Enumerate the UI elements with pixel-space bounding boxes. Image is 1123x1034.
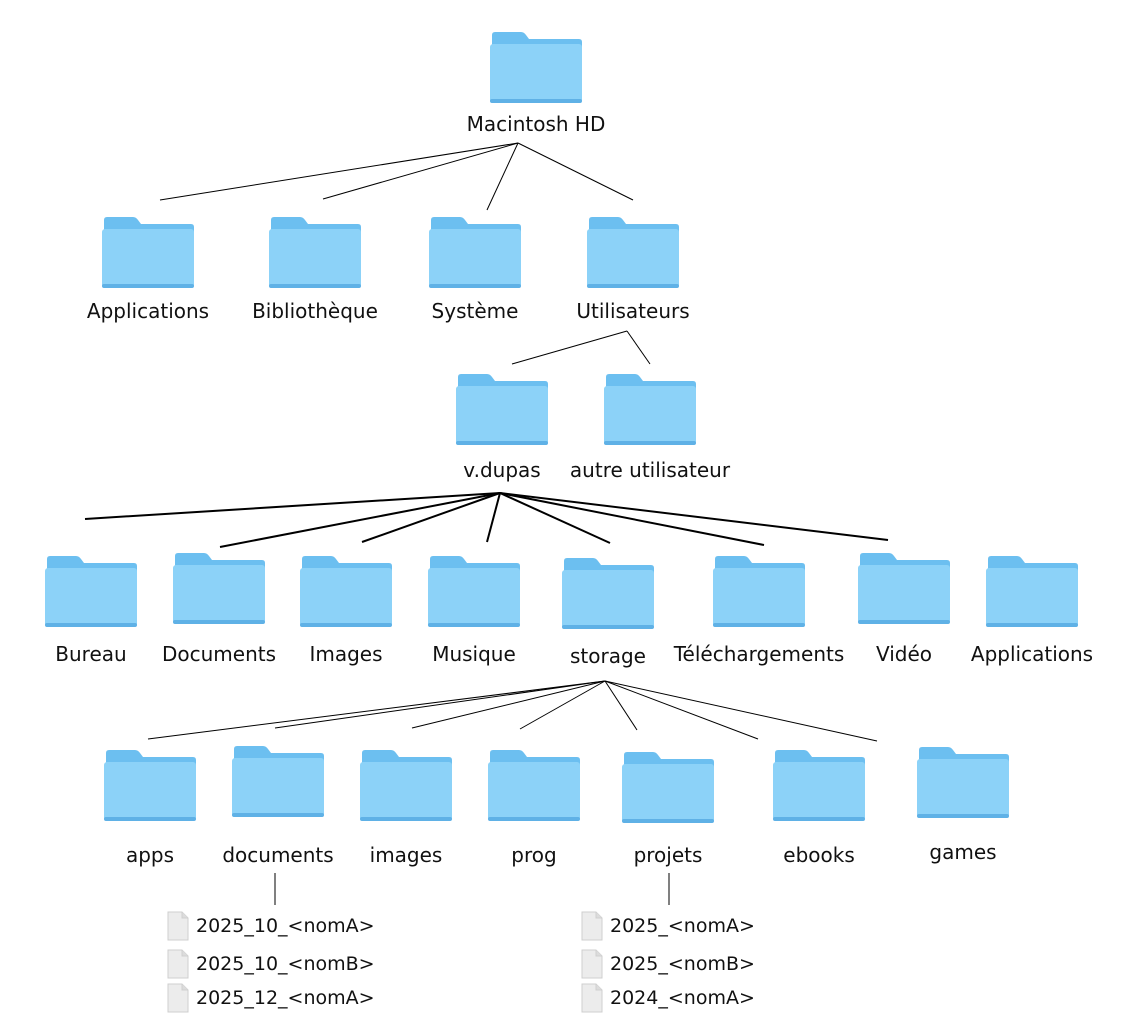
file-item-proj-0[interactable]: 2025_<nomA> bbox=[580, 911, 755, 941]
folder-label-utilisateurs: Utilisateurs bbox=[576, 299, 690, 323]
document-icon bbox=[580, 911, 610, 941]
file-item-doc-2[interactable]: 2025_12_<nomA> bbox=[166, 983, 375, 1013]
folder-label-images-2: Images bbox=[309, 642, 383, 666]
folder-icon[interactable] bbox=[772, 749, 866, 828]
file-label: 2025_<nomA> bbox=[610, 915, 755, 937]
folder-icon[interactable] bbox=[455, 373, 549, 452]
folder-label-macintosh-hd: Macintosh HD bbox=[466, 112, 606, 136]
folder-label-telechargements-5: Téléchargements bbox=[673, 642, 845, 666]
folder-icon[interactable] bbox=[172, 552, 266, 631]
folder-label-musique-3: Musique bbox=[432, 642, 516, 666]
folder-icon[interactable] bbox=[231, 745, 325, 824]
folder-icon[interactable] bbox=[603, 373, 697, 452]
folder-icon[interactable] bbox=[359, 749, 453, 828]
folder-label-documents-1: Documents bbox=[161, 642, 277, 666]
document-icon bbox=[166, 911, 196, 941]
folder-icon[interactable] bbox=[561, 557, 655, 636]
folder-icon[interactable] bbox=[857, 552, 951, 631]
folder-label-v-dupas: v.dupas bbox=[463, 458, 541, 482]
folder-icon[interactable] bbox=[101, 216, 195, 295]
document-icon bbox=[166, 949, 196, 979]
folder-icon[interactable] bbox=[103, 749, 197, 828]
folder-icon[interactable] bbox=[268, 216, 362, 295]
file-label: 2025_10_<nomA> bbox=[196, 915, 375, 937]
document-icon bbox=[580, 949, 610, 979]
folder-label-systeme: Système bbox=[431, 299, 519, 323]
folder-label-prog: prog bbox=[511, 843, 557, 867]
folder-label-video-6: Vidéo bbox=[875, 642, 933, 666]
folder-label-bibliotheque: Bibliothèque bbox=[252, 299, 378, 323]
folder-icon[interactable] bbox=[487, 749, 581, 828]
document-icon bbox=[580, 983, 610, 1013]
folder-label-ebooks: ebooks bbox=[783, 843, 855, 867]
folder-icon[interactable] bbox=[985, 555, 1079, 634]
folder-label-documents: documents bbox=[222, 843, 334, 867]
file-item-doc-1[interactable]: 2025_10_<nomB> bbox=[166, 949, 375, 979]
folder-icon[interactable] bbox=[299, 555, 393, 634]
file-label: 2025_10_<nomB> bbox=[196, 953, 375, 975]
folder-icon[interactable] bbox=[916, 746, 1010, 825]
document-icon bbox=[166, 983, 196, 1013]
folder-icon[interactable] bbox=[44, 555, 138, 634]
file-item-proj-2[interactable]: 2024_<nomA> bbox=[580, 983, 755, 1013]
folder-icon[interactable] bbox=[428, 216, 522, 295]
folder-label-bureau-0: Bureau bbox=[55, 642, 127, 666]
folder-icon[interactable] bbox=[586, 216, 680, 295]
folder-label-games: games bbox=[929, 840, 997, 864]
folder-label-storage-4: storage bbox=[570, 644, 646, 668]
folder-label-projets: projets bbox=[633, 843, 703, 867]
file-item-proj-1[interactable]: 2025_<nomB> bbox=[580, 949, 755, 979]
file-label: 2024_<nomA> bbox=[610, 987, 755, 1009]
file-label: 2025_<nomB> bbox=[610, 953, 755, 975]
folder-label-autre-utilisateur: autre utilisateur bbox=[569, 458, 731, 482]
folder-icon[interactable] bbox=[712, 555, 806, 634]
folder-label-images: images bbox=[369, 843, 443, 867]
folder-icon[interactable] bbox=[427, 555, 521, 634]
folder-label-applications-7: Applications bbox=[970, 642, 1094, 666]
folder-icon[interactable] bbox=[489, 31, 583, 110]
file-label: 2025_12_<nomA> bbox=[196, 987, 375, 1009]
folder-label-apps: apps bbox=[125, 843, 175, 867]
folder-icon[interactable] bbox=[621, 751, 715, 830]
folder-label-applications: Applications bbox=[86, 299, 210, 323]
file-item-doc-0[interactable]: 2025_10_<nomA> bbox=[166, 911, 375, 941]
